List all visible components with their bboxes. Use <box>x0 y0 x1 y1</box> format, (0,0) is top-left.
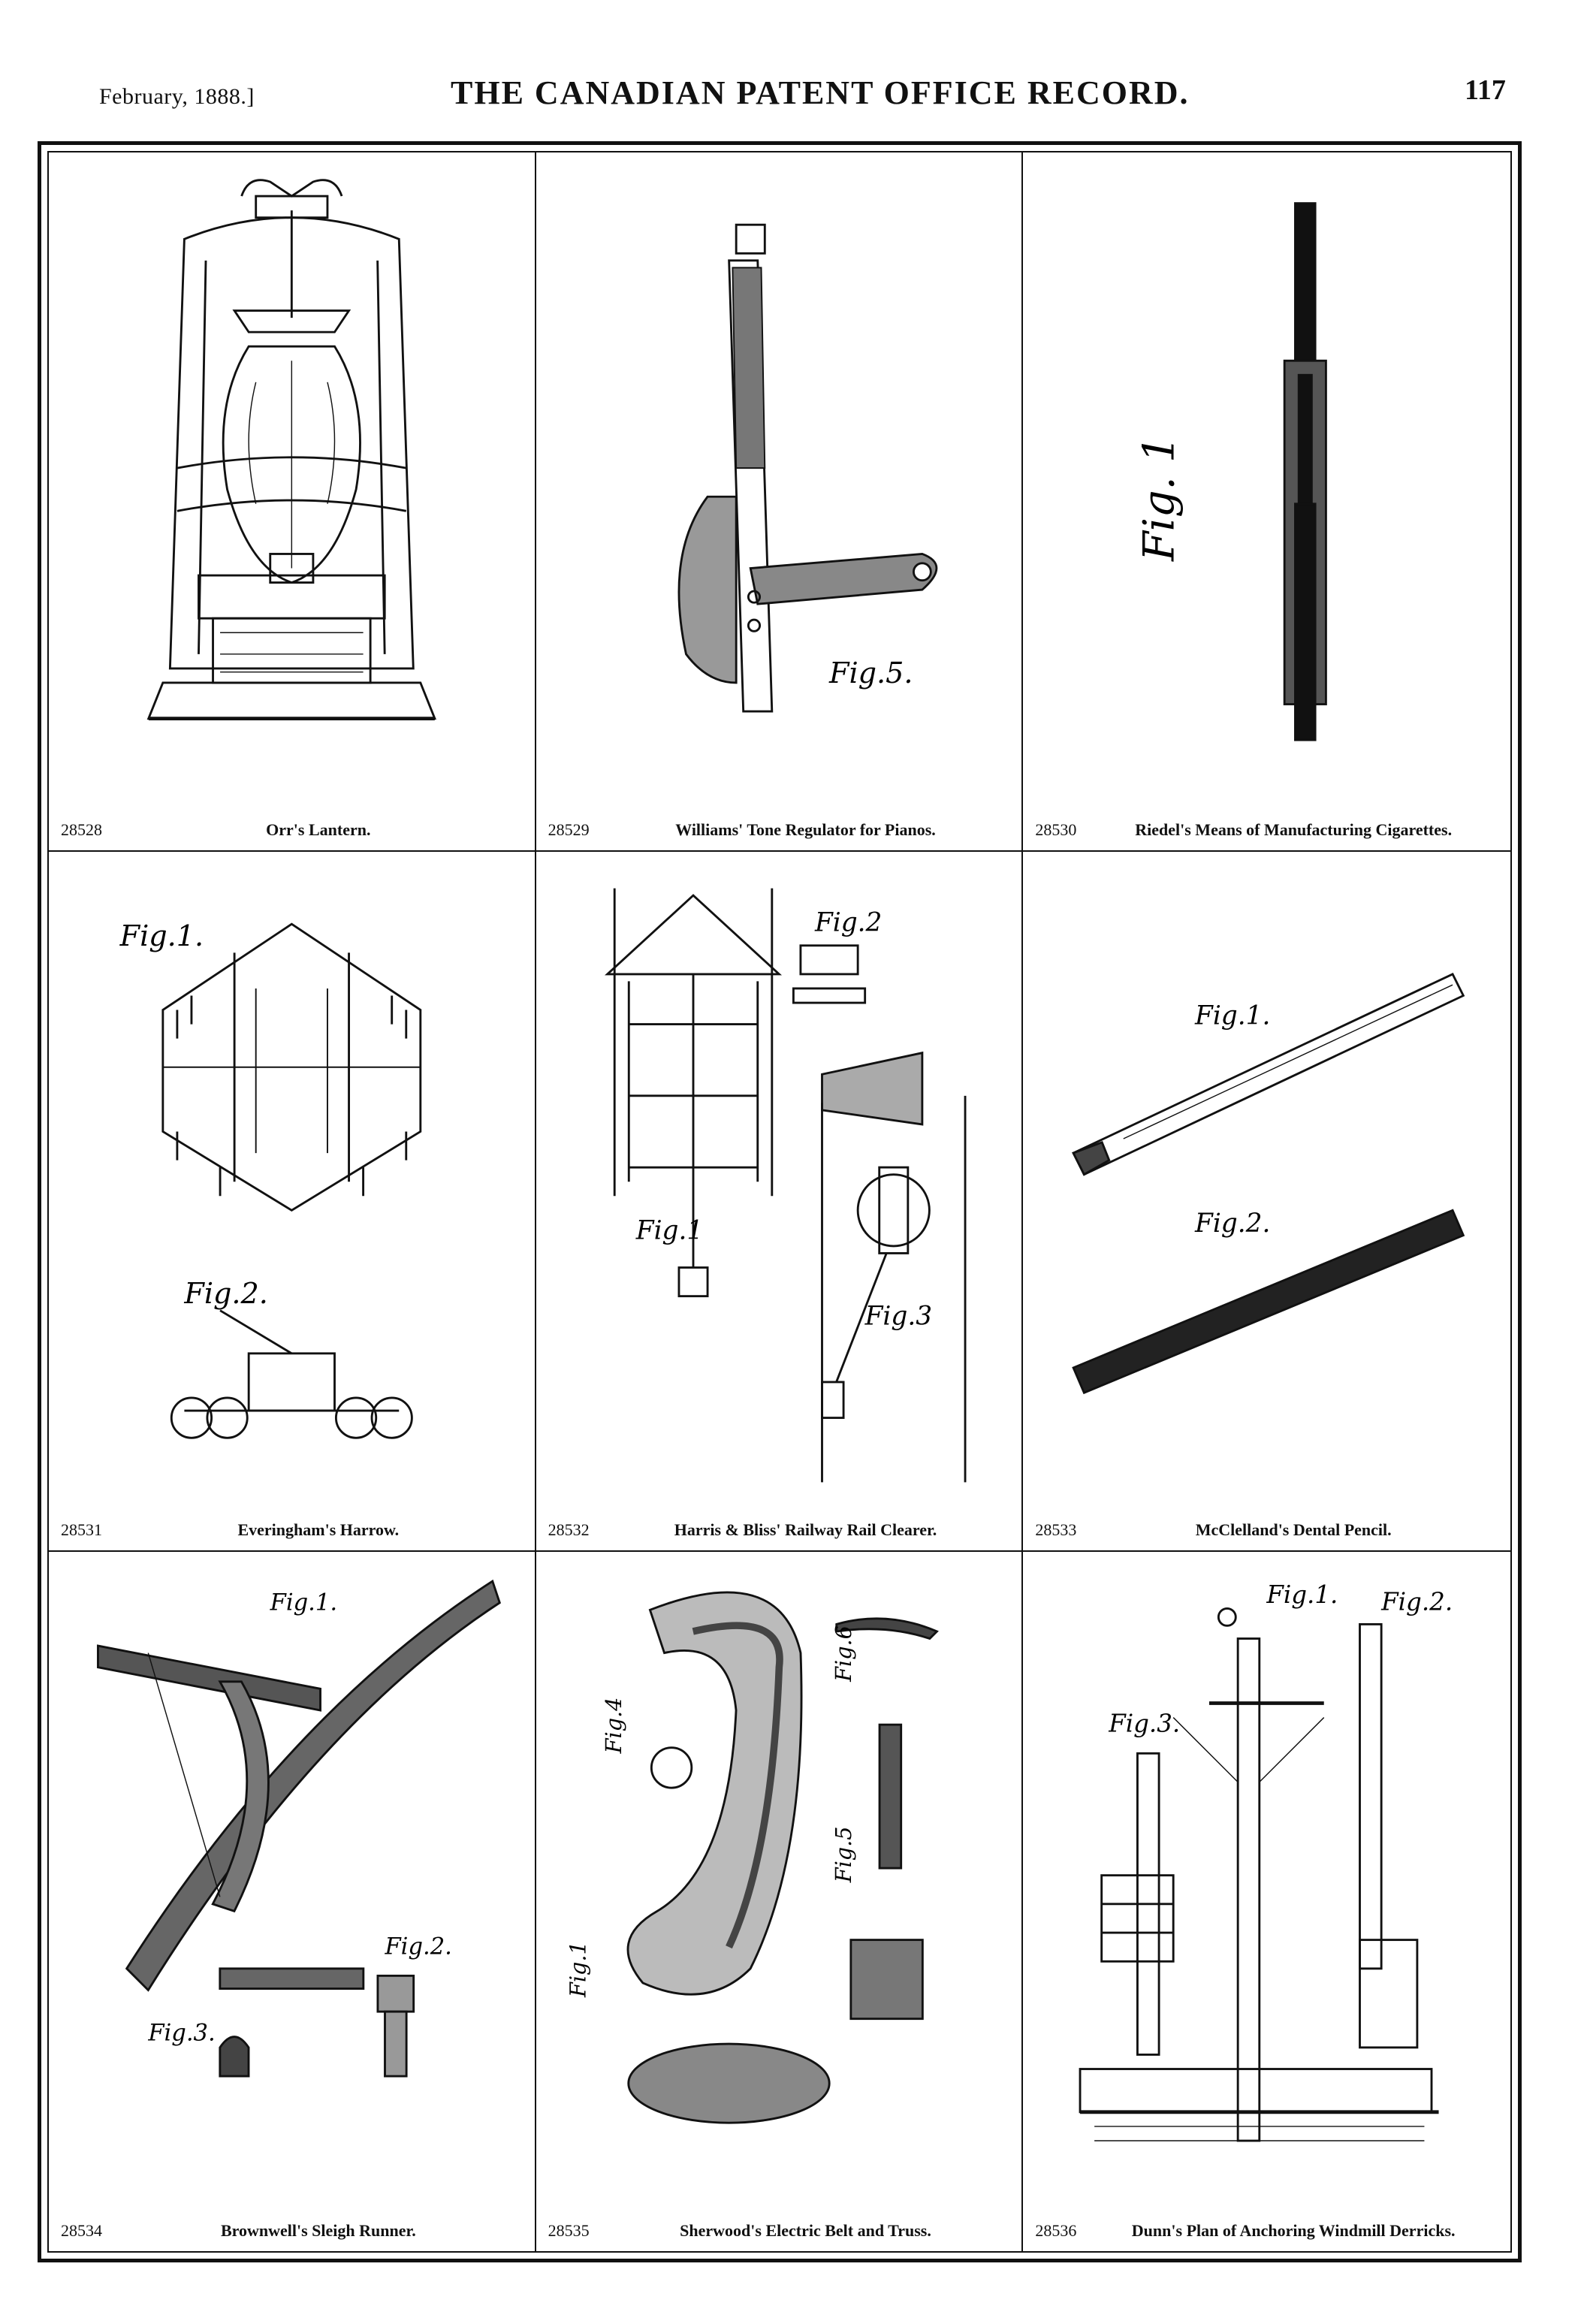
patent-cell-lantern: 28528 Orr's Lantern. <box>49 152 536 853</box>
fig-label: Fig.3. <box>147 2020 215 2046</box>
patent-title: Everingham's Harrow. <box>237 1520 400 1539</box>
issue-date: February, 1888.] <box>99 84 255 109</box>
fig-label: Fig.4 <box>601 1697 626 1754</box>
fig-label: Fig.2. <box>1194 1209 1270 1239</box>
fig-label: Fig.1. <box>119 919 204 952</box>
patent-caption: 28536 Dunn's Plan of Anchoring Windmill … <box>1035 2221 1498 2241</box>
patent-caption: 28528 Orr's Lantern. <box>61 820 523 840</box>
fig-label: Fig.3. <box>1109 1709 1181 1737</box>
dental-pencil-illustration: Fig.1. Fig.2. <box>1072 973 1465 1395</box>
fig-label: Fig.5. <box>828 656 913 690</box>
patent-cell-harrow: Fig.1. Fig.2. 28531 Everingham's Harrow. <box>49 852 536 1552</box>
fig-label: Fig.2. <box>183 1277 267 1310</box>
sleigh-runner-illustration: Fig.1. Fig.2. Fig.3. <box>97 1579 501 2078</box>
patent-title: Sherwood's Electric Belt and Truss. <box>680 2220 931 2240</box>
publication-title: THE CANADIAN PATENT OFFICE RECORD. <box>451 74 1190 111</box>
patent-number: 28532 <box>548 1520 590 1539</box>
cigarettes-drawing: Fig. 1 <box>1038 168 1495 783</box>
cigarettes-illustration: Fig. 1 <box>1135 202 1328 741</box>
patent-cell-cigarettes: Fig. 1 28530 Riedel's Means of Manufactu… <box>1023 152 1510 853</box>
patent-cell-dental-pencil: Fig.1. Fig.2. 28533 McClelland's Dental … <box>1023 852 1510 1552</box>
fig-label: Fig.3 <box>864 1302 931 1332</box>
page-number: 117 <box>1465 74 1506 106</box>
fig-label: Fig.1 <box>565 1941 590 1998</box>
page-header: February, 1888.] THE CANADIAN PATENT OFF… <box>0 0 1575 135</box>
patent-cell-electric-belt: Fig.1 Fig.4 Fig.5 Fig.6 28535 Sherwood's… <box>536 1551 1024 2251</box>
tone-regulator-illustration: Fig.5. <box>677 223 937 713</box>
tone-regulator-drawing: Fig.5. <box>551 168 1007 783</box>
patent-number: 28535 <box>548 2220 590 2240</box>
patent-number: 28528 <box>61 820 102 840</box>
electric-belt-illustration: Fig.1 Fig.4 Fig.5 Fig.6 <box>565 1591 939 2124</box>
patent-grid: 28528 Orr's Lantern. <box>49 152 1510 2251</box>
fig-label: Fig.1. <box>1194 1001 1270 1031</box>
patent-number: 28536 <box>1035 2220 1077 2240</box>
patent-number: 28530 <box>1035 820 1077 840</box>
windmill-derricks-illustration: Fig.1. Fig.2. Fig.3. <box>1079 1580 1453 2142</box>
patent-title: McClelland's Dental Pencil. <box>1195 1520 1392 1539</box>
patent-cell-rail-clearer: Fig.1 Fig.2 Fig.3 28532 Harris & Bliss' … <box>536 852 1024 1552</box>
electric-belt-drawing: Fig.1 Fig.4 Fig.5 Fig.6 <box>551 1567 1007 2184</box>
lantern-illustration <box>146 179 436 720</box>
rail-clearer-drawing: Fig.1 Fig.2 Fig.3 <box>551 867 1007 1483</box>
fig-label: Fig.2. <box>384 1933 451 1960</box>
patent-number: 28534 <box>61 2220 102 2240</box>
patent-cell-windmill-derricks: Fig.1. Fig.2. Fig.3. 28536 Dunn's Plan o… <box>1023 1552 1510 2251</box>
patent-caption: 28534 Brownwell's Sleigh Runner. <box>61 2221 523 2241</box>
patent-title: Riedel's Means of Manufacturing Cigarett… <box>1135 820 1453 840</box>
rail-clearer-illustration: Fig.1 Fig.2 Fig.3 <box>604 888 967 1483</box>
fig-label: Fig.1 <box>635 1216 702 1246</box>
patent-number: 28529 <box>548 820 590 840</box>
patent-caption: 28533 McClelland's Dental Pencil. <box>1035 1520 1498 1540</box>
patent-cell-sleigh-runner: Fig.1. Fig.2. Fig.3. 28534 Brownwell's S… <box>49 1551 536 2251</box>
patent-title: Williams' Tone Regulator for Pianos. <box>675 820 936 840</box>
patent-caption: 28535 Sherwood's Electric Belt and Truss… <box>548 2221 1010 2241</box>
fig-label: Fig.1. <box>270 1589 337 1616</box>
patent-cell-tone-regulator: Fig.5. 28529 Williams' Tone Regulator fo… <box>536 152 1024 853</box>
sleigh-runner-drawing: Fig.1. Fig.2. Fig.3. <box>64 1567 520 2184</box>
plate-inner-frame: 28528 Orr's Lantern. <box>47 151 1512 2253</box>
patent-caption: 28531 Everingham's Harrow. <box>61 1520 523 1540</box>
lantern-drawing <box>64 168 520 783</box>
patent-caption: 28529 Williams' Tone Regulator for Piano… <box>548 820 1010 840</box>
dental-pencil-drawing: Fig.1. Fig.2. <box>1038 867 1495 1482</box>
patent-caption: 28532 Harris & Bliss' Railway Rail Clear… <box>548 1520 1010 1540</box>
harrow-illustration: Fig.1. Fig.2. <box>119 919 422 1440</box>
patent-title: Harris & Bliss' Railway Rail Clearer. <box>674 1520 937 1539</box>
windmill-derricks-drawing: Fig.1. Fig.2. Fig.3. <box>1038 1567 1495 2184</box>
plate-frame: 28528 Orr's Lantern. <box>38 141 1522 2262</box>
fig-label: Fig.2. <box>1380 1587 1453 1616</box>
patent-number: 28531 <box>61 1520 102 1539</box>
fig-label: Fig.2 <box>814 908 882 938</box>
fig-label: Fig.5 <box>830 1826 855 1883</box>
patent-title: Brownwell's Sleigh Runner. <box>220 2220 416 2240</box>
patent-title: Orr's Lantern. <box>266 820 371 840</box>
patent-number: 28533 <box>1035 1520 1077 1539</box>
harrow-drawing: Fig.1. Fig.2. <box>64 867 520 1482</box>
patent-caption: 28530 Riedel's Means of Manufacturing Ci… <box>1035 820 1498 840</box>
fig-label: Fig.6 <box>830 1625 855 1683</box>
patent-title: Dunn's Plan of Anchoring Windmill Derric… <box>1131 2220 1456 2240</box>
fig-label: Fig.1. <box>1266 1580 1338 1608</box>
fig-label: Fig. 1 <box>1135 436 1184 562</box>
